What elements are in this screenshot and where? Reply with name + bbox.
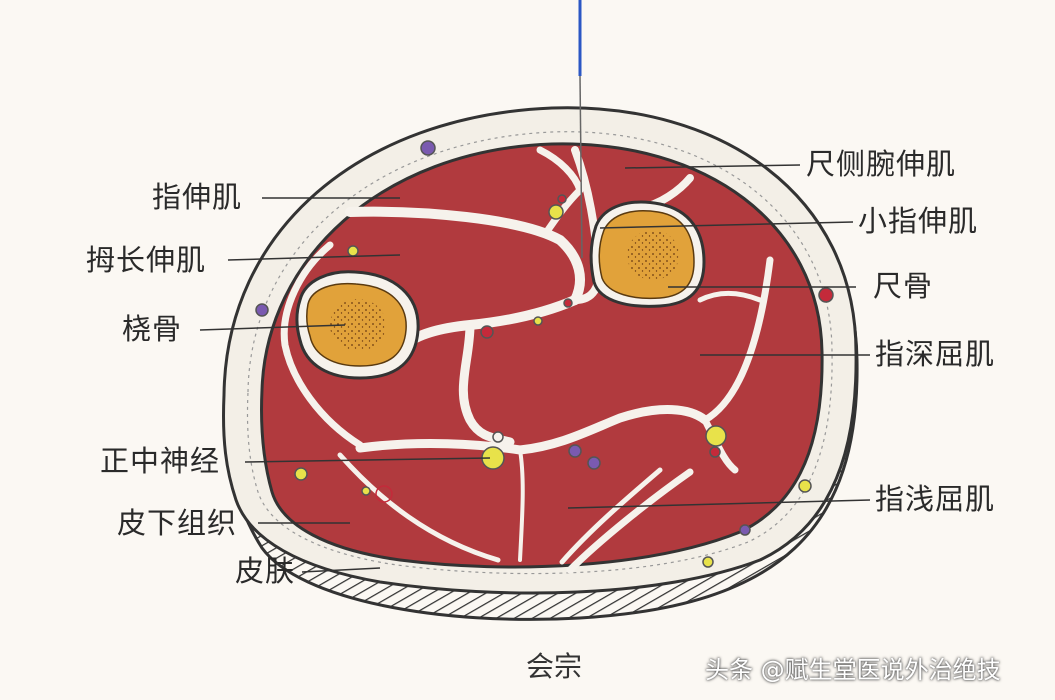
label-ulna: 尺骨: [873, 269, 934, 303]
label-extensor-pollicis-longus: 拇长伸肌: [86, 243, 207, 277]
radius-bone: [295, 270, 420, 380]
acupuncture-needle-shaft: [579, 75, 583, 259]
arteries: [480, 194, 834, 458]
label-extensor-digiti-minimi: 小指伸肌: [858, 204, 979, 238]
label-skin: 皮肤: [235, 554, 296, 588]
label-extensor-carpi-ulnaris: 尺侧腕伸肌: [806, 147, 957, 181]
label-extensor-digitorum: 指伸肌: [152, 180, 243, 214]
label-flexor-digitorum-profundus: 指深屈肌: [875, 337, 996, 371]
vessel-outline: [375, 485, 393, 503]
leader-lines: [199, 164, 871, 573]
acupoint-caption: 会宗: [526, 650, 583, 683]
label-median-nerve: 正中神经: [100, 444, 221, 478]
label-flexor-digitorum-superficialis: 指浅屈肌: [875, 482, 996, 516]
label-subcutaneous-tissue: 皮下组织: [117, 506, 238, 540]
ulna-bone: [589, 200, 706, 308]
label-radius: 桡骨: [122, 312, 183, 346]
watermark: 头条 @赋生堂医说外治绝技: [705, 656, 1001, 684]
veins: [255, 140, 751, 536]
